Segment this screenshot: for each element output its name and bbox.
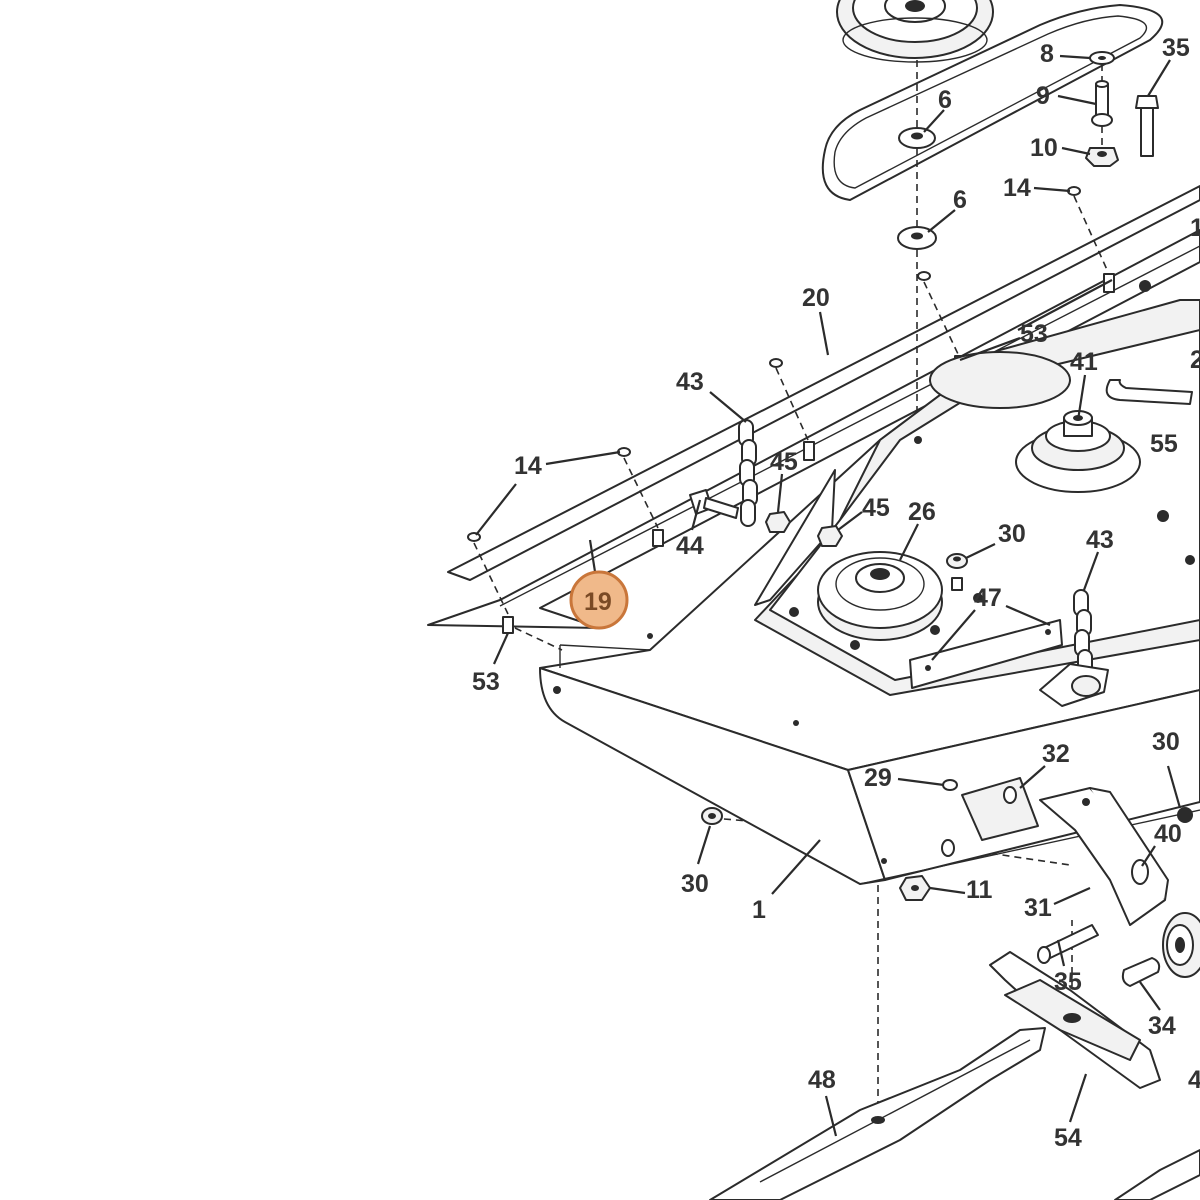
callout-30-left[interactable]: 30 <box>681 870 709 898</box>
callout-29[interactable]: 29 <box>864 764 892 792</box>
callout-48[interactable]: 48 <box>808 1066 836 1094</box>
callout-30-right[interactable]: 30 <box>1152 728 1180 756</box>
callout-44[interactable]: 44 <box>676 532 704 560</box>
callout-labels: 35 8 9 10 6 6 14 20 53 41 43 14 45 55 45… <box>472 34 1200 1152</box>
bolt-9 <box>1091 80 1113 127</box>
callout-30-top[interactable]: 30 <box>998 520 1026 548</box>
washer-8 <box>1089 51 1115 65</box>
callout-55[interactable]: 55 <box>1150 430 1178 458</box>
bolt-35-lower <box>1037 924 1099 964</box>
callout-19[interactable]: 19 <box>584 588 612 616</box>
bracket-plate <box>909 619 1063 689</box>
callout-1[interactable]: 1 <box>752 896 766 924</box>
spacer-lower <box>897 226 937 250</box>
callout-14-upper[interactable]: 14 <box>1003 174 1031 202</box>
callout-edge-4[interactable]: 4 <box>1188 1066 1200 1094</box>
pin-34 <box>1121 957 1161 987</box>
nut-30-left <box>701 807 723 825</box>
top-pulley <box>836 0 994 63</box>
nut-30-top <box>946 553 968 591</box>
callout-35[interactable]: 35 <box>1162 34 1190 62</box>
chain-right <box>1039 589 1109 707</box>
nut-45-left <box>765 511 791 533</box>
callout-9[interactable]: 9 <box>1036 82 1050 110</box>
callout-45-left[interactable]: 45 <box>770 448 798 476</box>
callout-11[interactable]: 11 <box>966 876 993 904</box>
bolt-44 <box>689 489 739 519</box>
cutting-blade-left <box>709 1027 1046 1200</box>
callout-35-lower[interactable]: 35 <box>1054 968 1082 996</box>
callout-53-lower[interactable]: 53 <box>472 668 500 696</box>
callout-8[interactable]: 8 <box>1040 40 1054 68</box>
callout-53-upper[interactable]: 53 <box>1020 320 1048 348</box>
nut-30-right <box>1177 807 1193 823</box>
callout-14-lower[interactable]: 14 <box>514 452 542 480</box>
nut-45-right <box>817 525 843 547</box>
chain-left <box>738 419 758 527</box>
callout-41[interactable]: 41 <box>1070 348 1098 376</box>
spacer-upper <box>898 127 936 149</box>
callout-40[interactable]: 40 <box>1154 820 1182 848</box>
callout-edge-2[interactable]: 2 <box>1190 346 1200 374</box>
bolt-29 <box>942 779 958 791</box>
callout-31[interactable]: 31 <box>1024 894 1052 922</box>
callout-20[interactable]: 20 <box>802 284 830 312</box>
callout-6-lower[interactable]: 6 <box>953 186 967 214</box>
nut-11 <box>899 875 931 901</box>
callout-32[interactable]: 32 <box>1042 740 1070 768</box>
callout-edge-1[interactable]: 1 <box>1190 214 1200 242</box>
callout-19-highlighted[interactable]: 19 <box>569 570 629 630</box>
callout-45-right[interactable]: 45 <box>862 494 890 522</box>
callout-6-upper[interactable]: 6 <box>938 86 952 114</box>
roller-wheel <box>1162 912 1200 978</box>
bolt-35-upper <box>1135 95 1159 157</box>
callout-54[interactable]: 54 <box>1054 1124 1082 1152</box>
callout-43-left[interactable]: 43 <box>676 368 704 396</box>
nut-10 <box>1085 147 1119 167</box>
callout-26[interactable]: 26 <box>908 498 936 526</box>
bracket-31 <box>1039 787 1169 926</box>
cutting-blade-right <box>1114 1149 1200 1200</box>
callout-10[interactable]: 10 <box>1030 134 1058 162</box>
drive-belt <box>821 4 1163 201</box>
idler-pulley-26 <box>817 551 943 641</box>
plate-32 <box>961 777 1039 841</box>
callout-43-right[interactable]: 43 <box>1086 526 1114 554</box>
leader-lines <box>475 54 1182 1137</box>
rod-right <box>1105 379 1193 405</box>
callout-34[interactable]: 34 <box>1148 1012 1176 1040</box>
blade-adapter-54 <box>989 951 1161 1089</box>
bolt-lower <box>941 839 955 857</box>
callout-47[interactable]: 47 <box>974 584 1002 612</box>
